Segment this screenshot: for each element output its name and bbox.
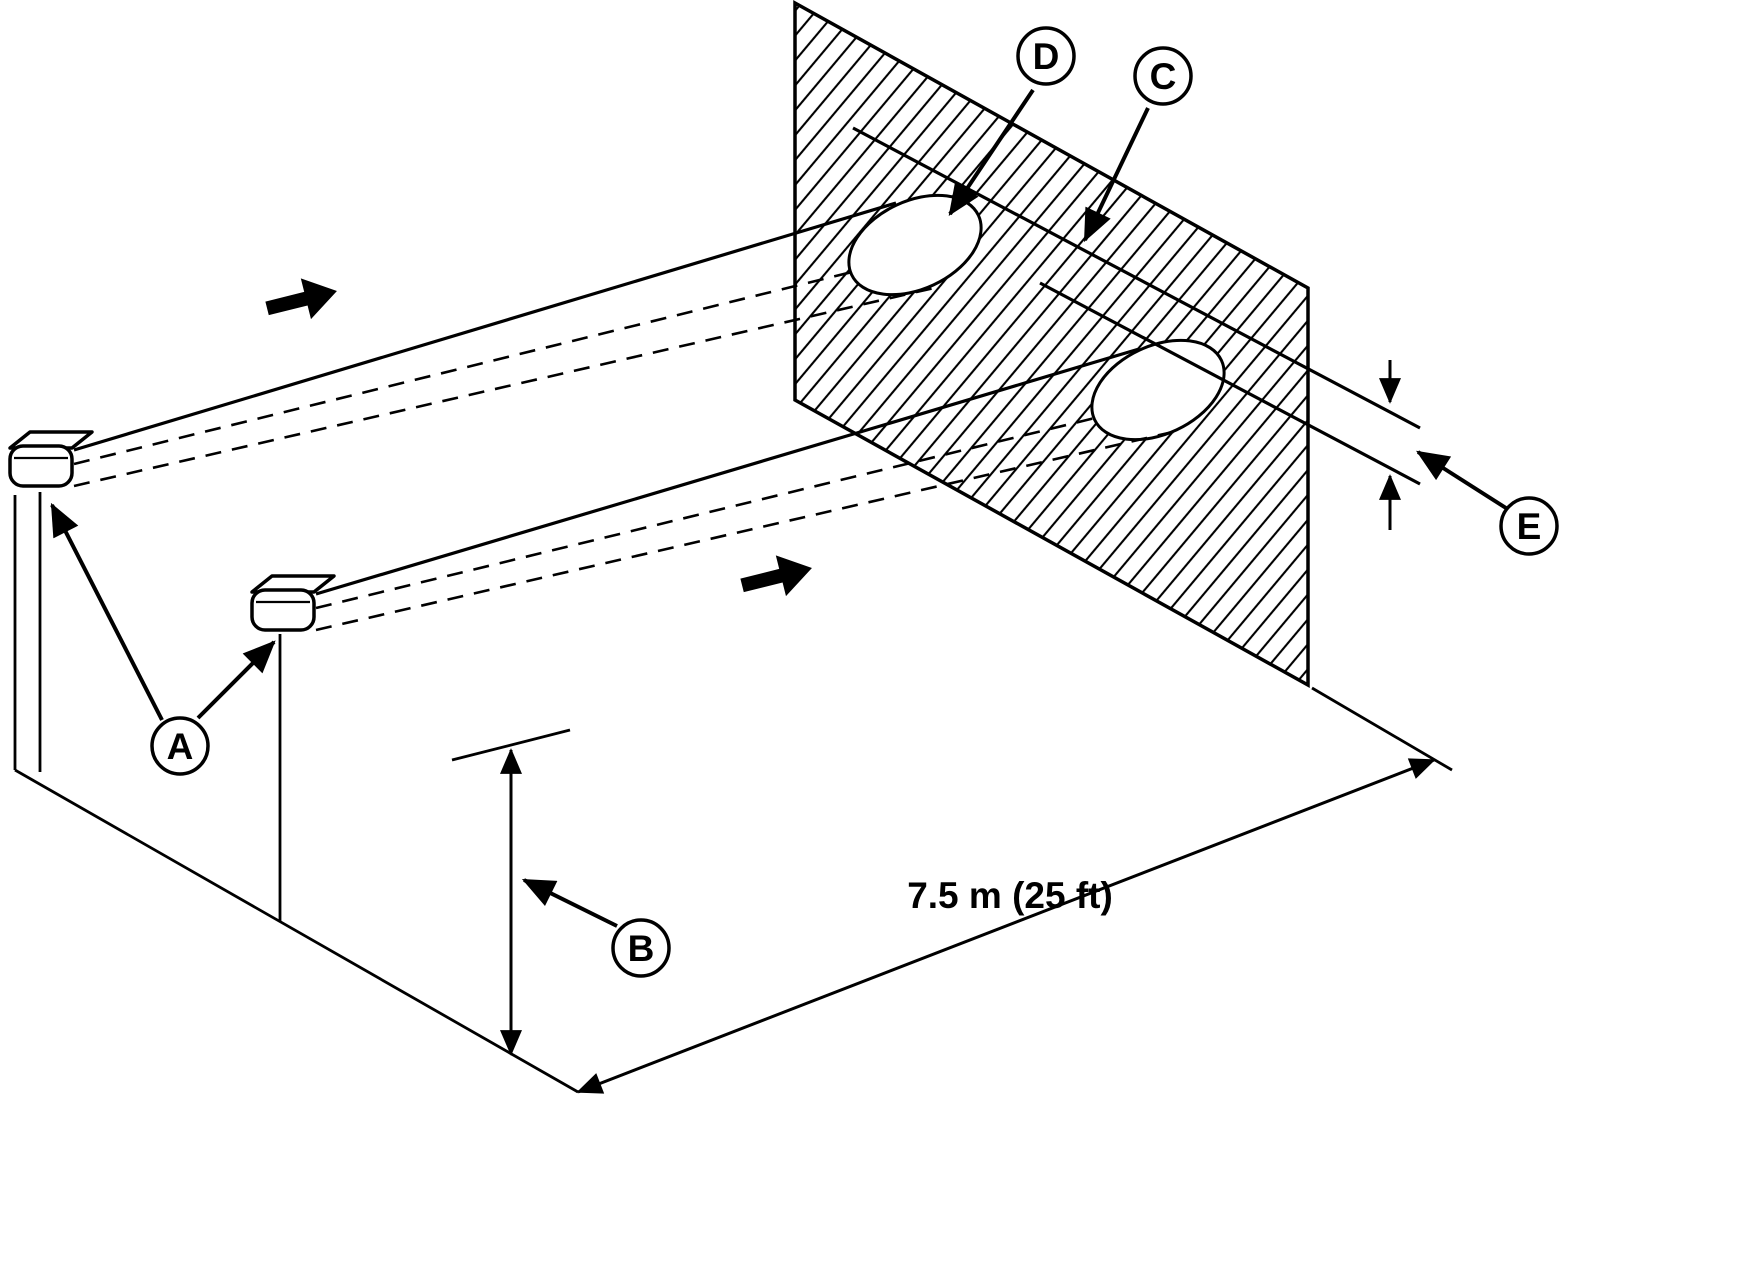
beam-dashed-line [315,429,1178,632]
callout-c-arrow [1083,107,1150,243]
distance-dimension-label: 7.5 m (25 ft) [907,875,1113,916]
callout-c-label: C [1150,56,1177,97]
direction-arrow-icon [740,555,812,597]
callout-a-arrow-right-lamp [196,640,276,720]
callout-b: B [521,878,671,978]
callout-d-circle [1016,26,1076,86]
headlamp-right [250,574,336,632]
beam-top-line [315,347,1140,596]
upper-aim-line [852,126,1421,430]
callout-d-arrow [948,88,1035,216]
callout-d: D [948,26,1076,216]
headlamp-left [8,430,94,488]
callout-e-label: E [1517,506,1542,547]
distance-dimension: 7.5 m (25 ft) [576,686,1453,1094]
height-reference-tick [451,728,571,762]
lower-aim-line [1039,281,1421,486]
wall-hatched-panel [793,0,1310,688]
direction-arrows [265,278,812,597]
distance-dimension-arrow [576,758,1436,1094]
callout-a-label: A [167,726,194,767]
callout-e-arrow [1416,450,1508,510]
callout-d-label: D [1033,36,1060,77]
callout-e: E [1416,450,1559,556]
beam-spots [847,193,1226,442]
aiming-wall [793,0,1310,688]
beam-dashed-line [73,286,935,488]
beam-spot-lower-ellipse [1090,338,1226,442]
beam-lines-right-lamp [315,347,1178,632]
beam-top-line [73,201,897,452]
callout-c: C [1083,46,1193,243]
callout-a-arrow-left-lamp [50,502,164,721]
callout-a: A [50,502,276,776]
floor-reference-lines [13,492,579,1094]
callout-e-circle [1499,496,1559,556]
height-dimension [451,728,571,1056]
callout-b-arrow [521,878,618,928]
callout-a-circle [150,716,210,776]
distance-extension-line [1311,686,1453,772]
callout-b-circle [611,918,671,978]
beam-lines-left-lamp [73,201,935,488]
direction-arrow-icon [265,278,337,320]
floor-edge-line [14,768,579,1094]
callout-b-label: B [628,928,655,969]
aim-reference-lines [852,126,1421,486]
callout-c-circle [1133,46,1193,106]
beam-dashed-line [73,270,853,466]
beam-dashed-line [315,416,1096,610]
